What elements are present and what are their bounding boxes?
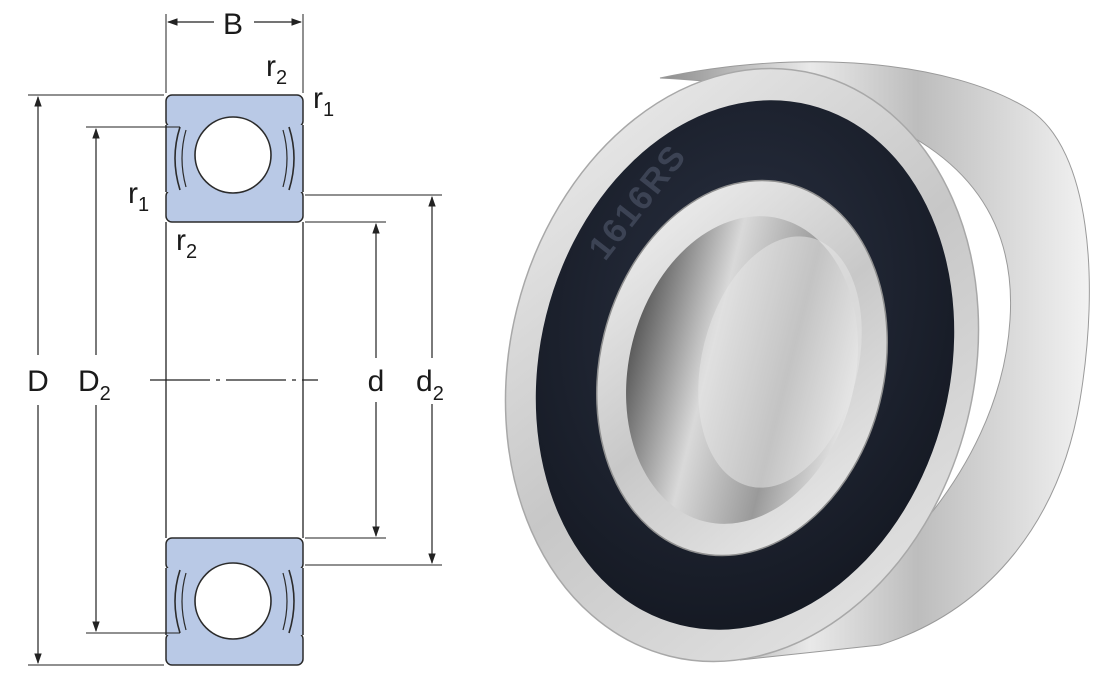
label-r2-top: r2 — [266, 50, 287, 89]
seal-left-top-inner — [181, 129, 187, 188]
label-d-bore: d — [368, 365, 385, 398]
label-r2-left: r2 — [176, 224, 197, 263]
technical-drawing: B D D2 d d2 r2 r1 — [27, 8, 444, 666]
seal-right-top-inner — [282, 129, 288, 188]
label-b: B — [223, 8, 243, 41]
top-bearing-section — [165, 94, 304, 223]
bearing-photo: 1616RS — [504, 61, 1090, 663]
label-d-outer: D — [27, 365, 49, 398]
label-d2-outer: D2 — [78, 365, 111, 405]
seal-right-top — [288, 126, 295, 191]
seal-right-bottom — [288, 569, 295, 634]
seal-left-top — [174, 126, 181, 191]
bore-far-edge — [698, 236, 862, 488]
seal-left-bottom-inner — [181, 572, 187, 631]
seal-left-bottom — [174, 569, 181, 634]
bottom-bearing-section — [165, 537, 304, 666]
inner-ring-top — [165, 189, 304, 223]
label-r1-top: r1 — [313, 82, 334, 121]
outer-ring-side — [659, 61, 1090, 661]
ball-bottom — [194, 562, 272, 640]
label-d2-inner: d2 — [416, 365, 444, 405]
seal-right-bottom-inner — [282, 572, 288, 631]
label-r1-left: r1 — [128, 177, 149, 216]
ball-top — [194, 116, 272, 194]
